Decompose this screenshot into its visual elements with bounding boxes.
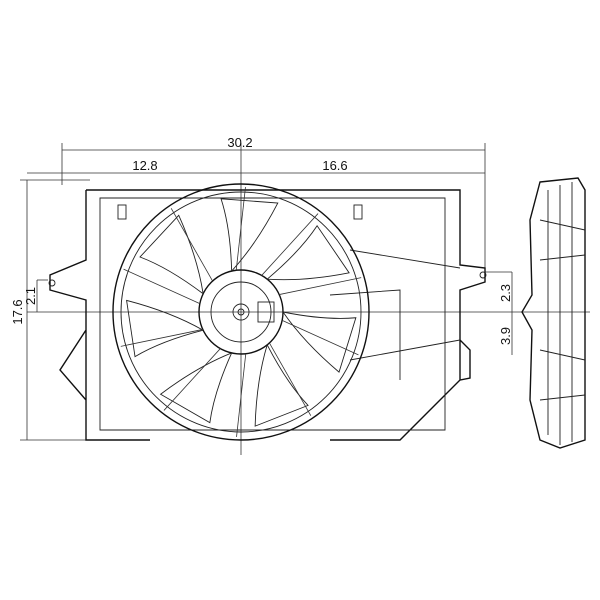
shroud-spoke [281, 319, 359, 356]
fan-blade [282, 311, 357, 373]
shroud-spoke [163, 348, 221, 411]
dimension-overall-width: 30.2 [227, 135, 252, 150]
dimension-overall-height: 17.6 [10, 299, 25, 324]
fan-blade [266, 224, 350, 281]
fan-blade [220, 198, 279, 272]
fan-shroud [48, 189, 487, 441]
dimension-left-mount: 2.1 [23, 287, 38, 305]
dimension-right-lower: 3.9 [498, 327, 513, 345]
fan-rotor [112, 183, 370, 441]
fan-blade [126, 299, 204, 358]
dimension-left-offset: 12.8 [132, 158, 157, 173]
fan-blade [254, 344, 309, 427]
shroud-spoke [269, 342, 312, 416]
shroud-spoke [261, 213, 319, 276]
shroud-spoke [279, 277, 362, 295]
shroud-spoke [170, 208, 213, 282]
shroud-spoke [236, 353, 247, 437]
dimension-lines [20, 143, 590, 455]
shroud-spoke [123, 268, 201, 305]
dimension-right-offset: 16.6 [322, 158, 347, 173]
shroud-spoke [235, 187, 246, 271]
dimension-right-mount: 2.3 [498, 284, 513, 302]
fan-side-view [521, 177, 586, 449]
shroud-spoke [120, 329, 203, 347]
fan-blade [159, 352, 233, 424]
fan-blade [139, 214, 204, 295]
